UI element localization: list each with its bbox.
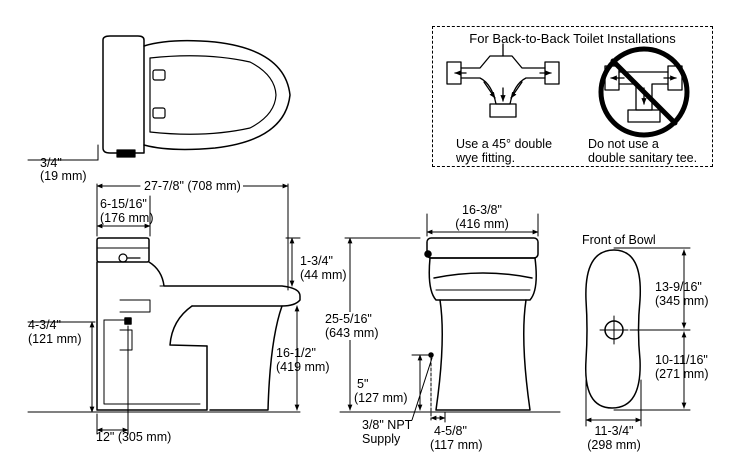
outlet-to-rear-mm: (271 mm) <box>655 367 709 381</box>
tank-depth-in: 6-15/16" <box>100 197 147 211</box>
rough-in-label: 12" (305 mm) <box>96 430 172 444</box>
front-width-in: 16-3/8" <box>462 203 502 217</box>
bowl-width-in: 11-3/4" <box>594 424 634 438</box>
overall-height-in: 25-5/16" <box>325 312 372 326</box>
seat-rise-mm: (44 mm) <box>300 268 347 282</box>
top-plan-view <box>102 35 291 158</box>
supply-height-in: 5" <box>357 377 369 391</box>
inset-title: For Back-to-Back Toilet Installations <box>469 31 676 46</box>
sanitary-tee-illustration <box>598 46 690 138</box>
wye-fitting-illustration <box>446 43 560 118</box>
bowl-outline <box>584 249 642 409</box>
supply-label-line1: 3/8" NPT <box>362 418 413 432</box>
side-elevation <box>96 237 301 411</box>
front-elevation <box>424 237 539 411</box>
rim-height-in: 16-1/2" <box>276 346 316 360</box>
supply-offset-in: 4-3/4" <box>28 318 61 332</box>
tee-caption-line1: Do not use a <box>588 137 659 151</box>
dimension-lines <box>27 144 691 435</box>
wye-caption-line1: Use a 45° double <box>456 137 553 151</box>
rim-height-mm: (419 mm) <box>276 360 330 374</box>
outlet-to-rear-in: 10-11/16" <box>655 353 708 367</box>
supply-height-mm: (127 mm) <box>354 391 408 405</box>
supply-label-line2: Supply <box>362 432 401 446</box>
bowl-width-mm: (298 mm) <box>587 438 641 452</box>
supply-offset-mm: (121 mm) <box>28 332 82 346</box>
supply-side-mm: (117 mm) <box>430 438 483 452</box>
seat-rise-in: 1-3/4" <box>300 254 333 268</box>
tank-depth-mm: (176 mm) <box>100 211 154 225</box>
back-to-back-inset: For Back-to-Back Toilet Installations <box>432 26 713 167</box>
supply-side-in: 4-5/8" <box>434 424 467 438</box>
wye-caption-line2: wye fitting. <box>456 151 516 165</box>
overall-height-mm: (643 mm) <box>325 326 379 340</box>
bowl-title: Front of Bowl <box>582 233 656 247</box>
front-width-mm: (416 mm) <box>455 217 509 231</box>
top-gap-in: 3/4" <box>40 156 62 170</box>
tee-caption-line2: double sanitary tee. <box>588 151 698 165</box>
length-label: 27-7/8" (708 mm) <box>142 179 243 193</box>
top-gap-mm: (19 mm) <box>40 169 87 183</box>
front-to-outlet-in: 13-9/16" <box>655 280 702 294</box>
front-to-outlet-mm: (345 mm) <box>655 294 709 308</box>
